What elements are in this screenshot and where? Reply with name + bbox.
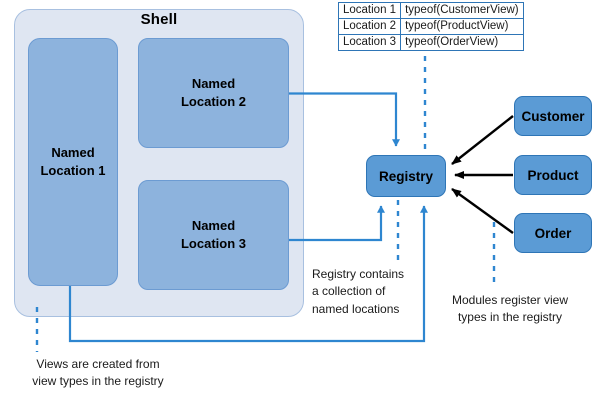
named-location-1-box[interactable]: Named Location 1: [28, 38, 118, 286]
caption-registry-contains-line1: Registry contains: [312, 267, 405, 281]
module-customer-box[interactable]: Customer: [514, 96, 592, 136]
lookup-key-1: Location 1: [337, 2, 402, 19]
named-location-1-line2: Location 1: [40, 163, 106, 178]
caption-views-created-line1: Views are created from: [36, 357, 160, 371]
arrow-order-to-registry: [451, 188, 514, 234]
caption-registry-contains-line3: named locations: [312, 301, 400, 316]
arrow-customer-to-registry: [451, 115, 514, 165]
named-location-3-box[interactable]: Named Location 3: [138, 180, 289, 290]
caption-modules-register-line1: Modules register view: [451, 293, 569, 307]
module-order-box[interactable]: Order: [514, 213, 592, 253]
connector-location1-to-registry: [68, 205, 428, 343]
connector-location3-to-registry: [289, 205, 385, 242]
module-product-label: Product: [527, 167, 579, 183]
shell-label: Shell: [140, 11, 178, 28]
caption-views-created: Views are created from view types in the…: [8, 356, 188, 391]
named-location-3-label: Named Location 3: [181, 217, 246, 252]
lookup-key-2: Location 2: [337, 18, 402, 35]
named-location-3-line1: Named: [191, 218, 236, 234]
caption-views-created-line2: view types in the registry: [32, 374, 164, 389]
named-location-2-box[interactable]: Named Location 2: [138, 38, 289, 148]
registry-lookup-table: Location 1 typeof(CustomerView) Location…: [337, 2, 524, 51]
lookup-value-3: typeof(OrderView): [400, 34, 524, 51]
module-product-box[interactable]: Product: [514, 155, 592, 195]
caption-modules-register-line2: types in the registry: [457, 310, 563, 325]
named-location-2-label: Named Location 2: [181, 75, 246, 110]
named-location-1-label: Named Location 1: [40, 144, 105, 179]
connector-location2-to-registry: [289, 92, 400, 147]
caption-registry-contains-line2: a collection of: [312, 284, 386, 299]
named-location-1-line1: Named: [51, 145, 95, 161]
registry-box[interactable]: Registry: [366, 155, 446, 197]
named-location-3-line2: Location 3: [180, 236, 246, 251]
lookup-key-3: Location 3: [337, 34, 402, 51]
registry-label: Registry: [378, 168, 434, 184]
module-order-label: Order: [534, 225, 572, 241]
table-row: Location 3 typeof(OrderView): [337, 34, 524, 51]
module-customer-label: Customer: [521, 108, 585, 124]
caption-registry-contains: Registry contains a collection of named …: [312, 266, 424, 318]
named-location-2-line2: Location 2: [180, 94, 246, 109]
table-row: Location 2 typeof(ProductView): [337, 18, 524, 35]
lookup-value-1: typeof(CustomerView): [400, 2, 524, 19]
lookup-value-2: typeof(ProductView): [400, 18, 524, 35]
caption-modules-register: Modules register view types in the regis…: [430, 292, 590, 327]
table-row: Location 1 typeof(CustomerView): [337, 2, 524, 19]
named-location-2-line1: Named: [191, 76, 236, 92]
